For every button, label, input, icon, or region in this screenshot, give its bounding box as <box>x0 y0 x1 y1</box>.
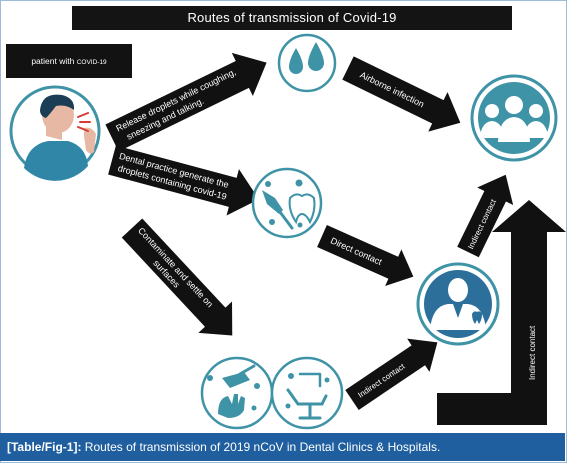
caption-text: Routes of transmission of 2019 nCoV in D… <box>84 440 441 454</box>
indirect-contact-big-label: Indirect contact <box>528 325 537 380</box>
patient-label-covid: COVID-19 <box>76 59 107 66</box>
airborne-infection-arrow: Airborne infection <box>342 56 461 132</box>
caption-tag: [Table/Fig-1]: <box>7 440 82 454</box>
patient-label-text: patient with <box>31 56 75 66</box>
contaminate-surfaces-arrow: Contaminate and settle on surfaces <box>121 218 233 336</box>
water-droplets-icon <box>277 33 337 93</box>
group-of-people-icon <box>470 74 558 162</box>
diagram-title: Routes of transmission of Covid-19 <box>72 6 512 30</box>
release-droplets-arrow: Release droplets while coughing, sneezin… <box>105 52 267 152</box>
patient-label: patient with COVID-19 <box>6 44 132 78</box>
dental-instruments-icon <box>251 167 323 239</box>
contaminate-arrow-label-line1: Contaminate and settle on <box>136 226 215 310</box>
coughing-patient-icon <box>9 85 101 181</box>
direct-contact-arrow: Direct contact <box>317 225 414 286</box>
dental-chair-icon <box>270 356 344 430</box>
indirect-contact-big-arrow <box>437 200 566 425</box>
figure-caption: [Table/Fig-1]: Routes of transmission of… <box>0 433 565 461</box>
indirect-contact-tools-arrow: Indirect contact <box>345 338 438 410</box>
dental-practice-arrow: Dental practice generate the droplets co… <box>108 145 259 216</box>
dentist-icon <box>416 262 500 346</box>
glove-and-handpiece-icon <box>200 356 274 430</box>
